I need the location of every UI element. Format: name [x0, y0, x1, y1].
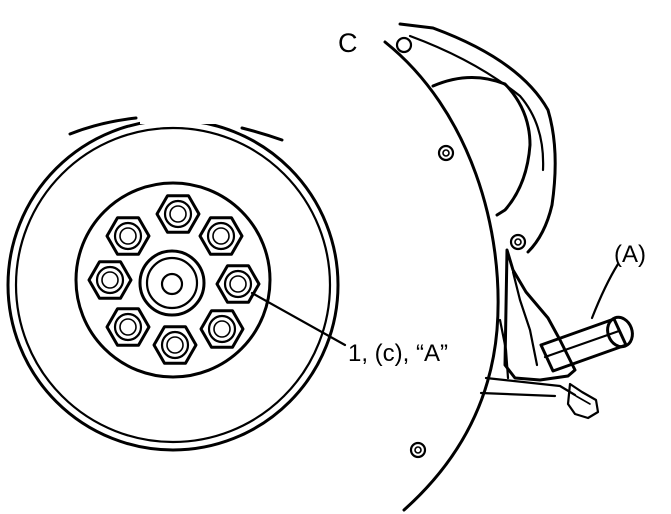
upper-bracket: [398, 22, 557, 254]
bleeder-fitting: [566, 382, 600, 420]
plate-hole-lower: [409, 441, 427, 459]
center-boss-inner: [145, 256, 199, 310]
center-hole: [160, 272, 184, 296]
wheel-nut: [155, 194, 201, 234]
wheel-nut: [198, 216, 244, 256]
top-mark-label: C: [338, 28, 358, 58]
wheel-nut: [152, 325, 198, 365]
dome-cover: [431, 75, 532, 217]
wheel-nut: [215, 264, 261, 304]
wheel-nut: [87, 260, 133, 300]
fastener-leader-line: [250, 291, 347, 347]
outer-rim-inner: [14, 126, 332, 444]
tool-leader-line: [590, 262, 620, 320]
tool-callout-label: (A): [614, 241, 646, 268]
tool-a-pin: [539, 315, 634, 373]
backing-plate-assembly: [383, 22, 634, 512]
backing-plate-edge: [383, 40, 500, 512]
plate-hole-top: [395, 36, 413, 54]
wheel-nuts: [87, 194, 261, 365]
fastener-callout-label: 1, (c), “A”: [348, 340, 448, 367]
wheel-nut: [105, 216, 151, 256]
bracket-bolt: [509, 233, 527, 251]
center-boss-outer: [138, 249, 206, 317]
wheel-hub-assembly: [6, 112, 347, 452]
hub-face: [74, 181, 272, 379]
lower-bracket-arm: [503, 248, 577, 382]
plate-hole-mid: [437, 144, 455, 162]
outer-rim-outer: [6, 118, 340, 452]
wheel-nut: [199, 309, 245, 349]
wheel-nut: [105, 307, 151, 347]
